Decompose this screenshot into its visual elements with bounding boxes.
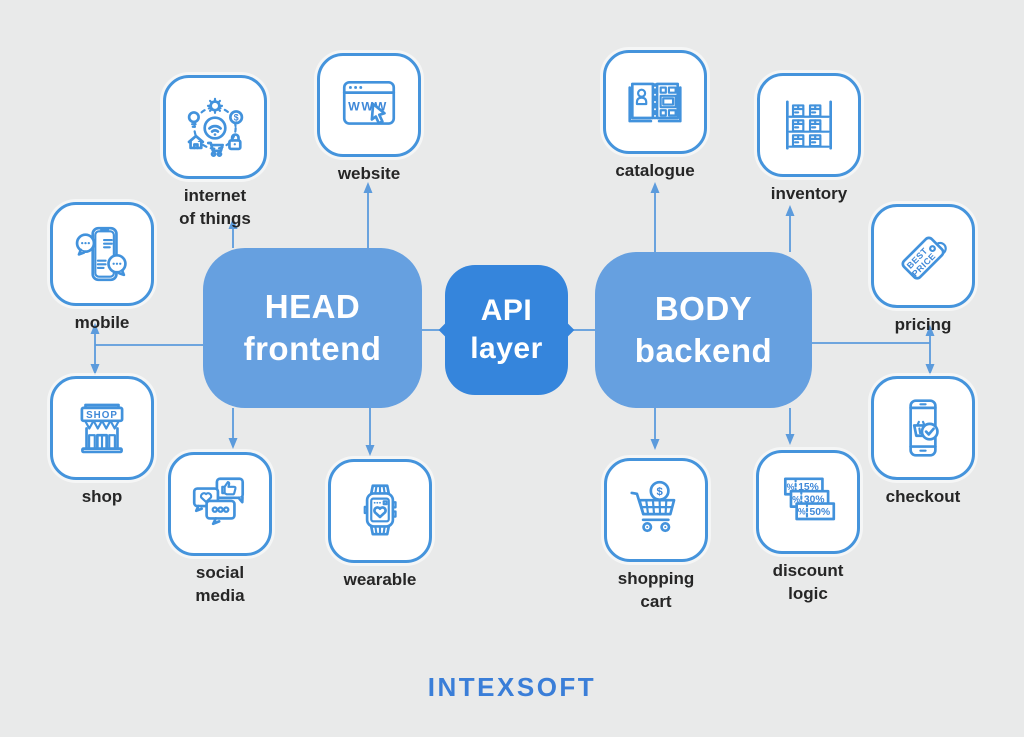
tile-website: WWW <box>317 53 421 157</box>
intexsoft-logo: INTEXSOFT <box>427 672 597 702</box>
node-shopping-cart: $ shopping cart <box>604 458 708 611</box>
node-label: inventory <box>770 184 848 203</box>
tile-mobile <box>50 202 154 306</box>
svg-text:30%: 30% <box>804 495 825 506</box>
node-label: shopping cart <box>617 569 695 611</box>
inventory-shelf-icon <box>786 100 832 150</box>
tile-wearable <box>328 459 432 563</box>
arrow-body-to-cart <box>650 408 660 450</box>
tile-checkout <box>871 376 975 480</box>
node-website: WWW website <box>317 53 421 183</box>
body-backend-box: BODY backend <box>595 252 812 408</box>
svg-text:15%: 15% <box>798 482 819 493</box>
node-catalogue: catalogue <box>603 50 707 180</box>
arrow-body-to-inventory <box>785 205 795 252</box>
api-title: API <box>480 293 533 327</box>
body-subtitle: backend <box>634 332 773 369</box>
svg-text:%: % <box>792 494 800 504</box>
shopping-cart-icon: $ <box>630 480 676 533</box>
api-layer-box: API layer <box>445 265 568 395</box>
head-subtitle: frontend <box>243 330 382 367</box>
arrow-head-to-wearable <box>365 408 375 456</box>
mobile-chat-icon <box>75 226 127 282</box>
tile-shopping-cart: $ <box>604 458 708 562</box>
social-media-bubbles-icon <box>192 477 245 526</box>
node-label: discount logic <box>772 561 844 603</box>
tile-pricing: BEST PRICE <box>871 204 975 308</box>
node-label: checkout <box>885 487 961 506</box>
node-label: catalogue <box>615 161 695 180</box>
node-social-media: social media <box>168 452 272 605</box>
node-label: wearable <box>343 570 417 589</box>
node-label: internet of things <box>179 186 251 228</box>
svg-text:50%: 50% <box>810 507 831 518</box>
arrow-body-to-discount <box>785 408 795 445</box>
arrow-body-to-catalogue <box>650 182 660 252</box>
svg-text:$: $ <box>234 113 239 123</box>
node-inventory: inventory <box>757 73 861 203</box>
node-wearable: wearable <box>328 459 432 589</box>
node-label: social media <box>195 563 245 605</box>
shop-storefront-icon: SHOP <box>80 403 124 454</box>
node-label: website <box>337 164 401 183</box>
tile-shop: SHOP <box>50 376 154 480</box>
node-checkout: checkout <box>871 376 975 506</box>
price-tag-icon: BEST PRICE <box>901 236 947 280</box>
svg-text:%: % <box>798 507 806 517</box>
node-label: pricing <box>894 315 952 334</box>
head-frontend-box: HEAD frontend <box>203 248 422 408</box>
node-pricing: BEST PRICE pricing <box>871 204 975 334</box>
tile-catalogue <box>603 50 707 154</box>
tile-inventory <box>757 73 861 177</box>
body-title: BODY <box>654 289 753 327</box>
arrow-head-to-social <box>228 408 238 449</box>
discount-coupons-icon: % 15% % 30% % 50% <box>783 477 836 521</box>
svg-text:%: % <box>787 482 795 492</box>
node-shop: SHOP shop <box>50 376 154 506</box>
arrow-head-to-website <box>363 182 373 248</box>
node-discount-logic: % 15% % 30% % 50% discount logic <box>756 450 860 603</box>
tile-social-media <box>168 452 272 556</box>
svg-text:$: $ <box>656 486 663 498</box>
node-label: mobile <box>74 313 130 332</box>
api-subtitle: layer <box>470 332 543 365</box>
node-internet-of-things: $ internet of things <box>163 75 267 228</box>
tile-internet-of-things: $ <box>163 75 267 179</box>
tile-discount-logic: % 15% % 30% % 50% <box>756 450 860 554</box>
node-label: shop <box>81 487 123 506</box>
internet-of-things-icon: $ <box>187 97 244 158</box>
svg-text:SHOP: SHOP <box>86 410 118 421</box>
website-browser-icon: WWW <box>342 80 396 125</box>
catalogue-book-icon <box>628 82 682 123</box>
head-title: HEAD <box>264 287 361 325</box>
smartwatch-icon <box>363 484 397 536</box>
checkout-phone-icon <box>909 399 939 457</box>
node-mobile: mobile <box>50 202 154 332</box>
